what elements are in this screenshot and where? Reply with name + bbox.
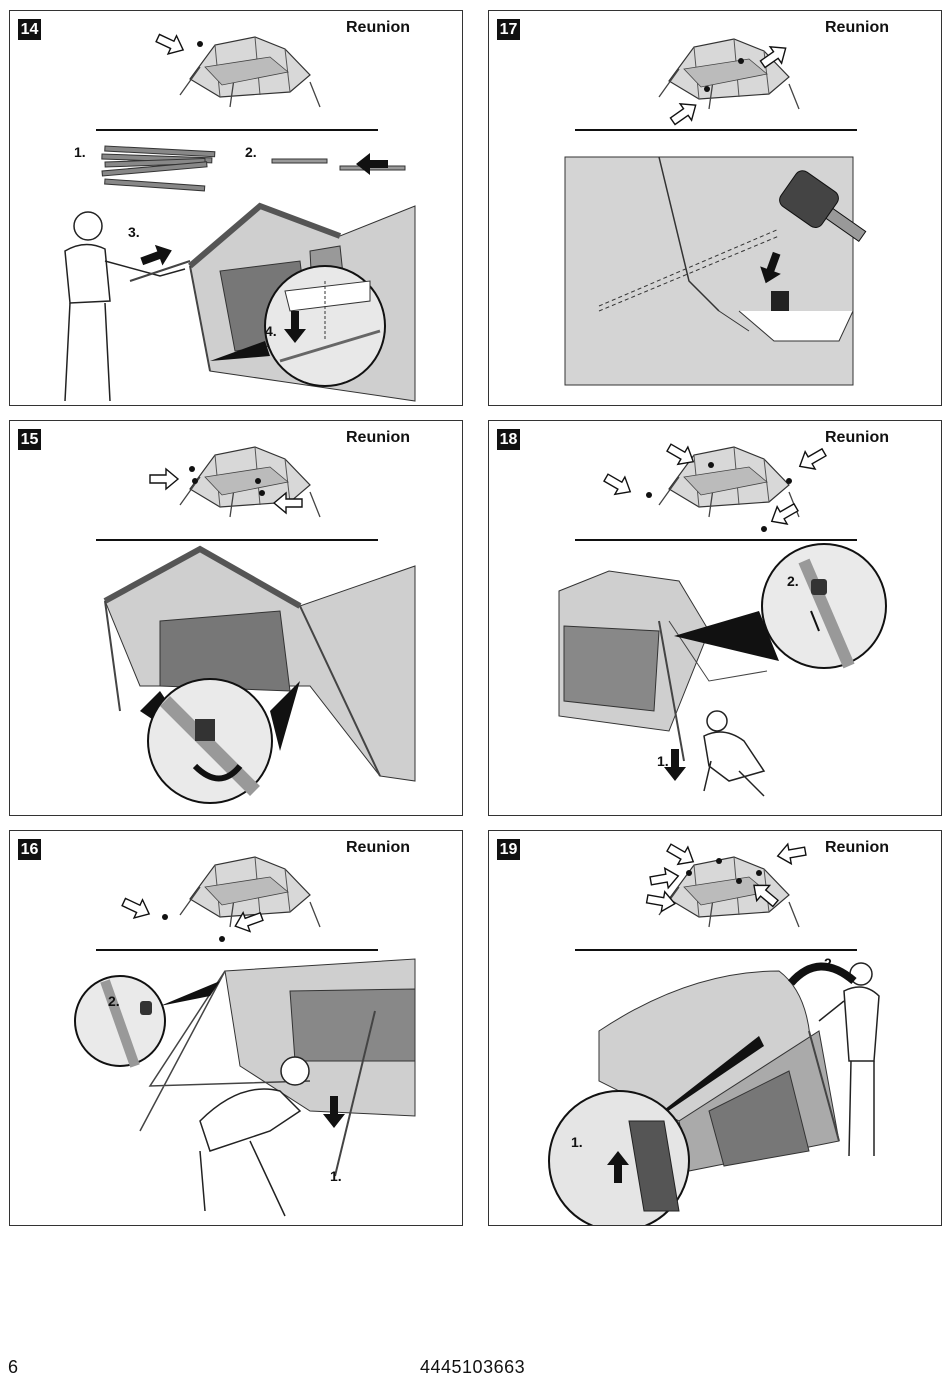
tent-illustration bbox=[658, 38, 800, 131]
step-number: 17 bbox=[497, 19, 520, 40]
label-1: 1. bbox=[571, 1134, 583, 1150]
divider bbox=[96, 129, 378, 131]
divider bbox=[575, 129, 857, 131]
tent-illustration bbox=[152, 28, 321, 108]
tension-illustration: 2. 1. bbox=[558, 543, 887, 797]
page-number: 6 bbox=[8, 1357, 19, 1377]
step-number: 14 bbox=[18, 19, 41, 40]
panel-step-14: 14 Reunion 1. 2. bbox=[9, 10, 463, 406]
label-2: 2. bbox=[108, 993, 120, 1009]
panel-step-17: 17 Reunion bbox=[488, 10, 942, 406]
tent-illustration bbox=[600, 438, 830, 532]
divider bbox=[96, 949, 378, 951]
model-name: Reunion bbox=[346, 19, 410, 36]
divider bbox=[96, 539, 378, 541]
tent-illustration bbox=[644, 838, 808, 928]
document-code: 4445103663 bbox=[420, 1357, 526, 1377]
label-2: 2. bbox=[787, 573, 799, 589]
panel-step-19: 19 Reunion 1. 2. bbox=[488, 830, 942, 1226]
model-name: Reunion bbox=[346, 429, 410, 446]
model-name: Reunion bbox=[825, 429, 889, 446]
tent-illustration bbox=[118, 856, 321, 942]
model-name: Reunion bbox=[825, 19, 889, 36]
clip-illustration bbox=[103, 545, 416, 804]
label-4: 4. bbox=[265, 323, 277, 339]
divider bbox=[575, 949, 857, 951]
assembly-illustration: 1. 2. 3. 4. bbox=[64, 144, 416, 402]
label-2: 2. bbox=[245, 144, 257, 160]
step-number: 15 bbox=[18, 429, 41, 450]
fly-illustration: 1. 2. bbox=[548, 955, 880, 1225]
divider bbox=[575, 539, 857, 541]
panel-step-16: 16 Reunion 2. 1. bbox=[9, 830, 463, 1226]
panel-step-18: 18 Reunion 2. 1. bbox=[488, 420, 942, 816]
label-3: 3. bbox=[128, 224, 140, 240]
step-number: 18 bbox=[497, 429, 520, 450]
label-1: 1. bbox=[330, 1168, 342, 1184]
step-number: 19 bbox=[497, 839, 520, 860]
stake-illustration: 2. 1. bbox=[74, 958, 416, 1217]
model-name: Reunion bbox=[825, 839, 889, 856]
stake-illustration bbox=[564, 156, 867, 386]
label-1: 1. bbox=[74, 144, 86, 160]
panel-step-15: 15 Reunion bbox=[9, 420, 463, 816]
step-number: 16 bbox=[18, 839, 41, 860]
model-name: Reunion bbox=[346, 839, 410, 856]
tent-illustration bbox=[149, 446, 321, 518]
label-1: 1. bbox=[657, 753, 669, 769]
label-2: 2. bbox=[824, 955, 836, 971]
